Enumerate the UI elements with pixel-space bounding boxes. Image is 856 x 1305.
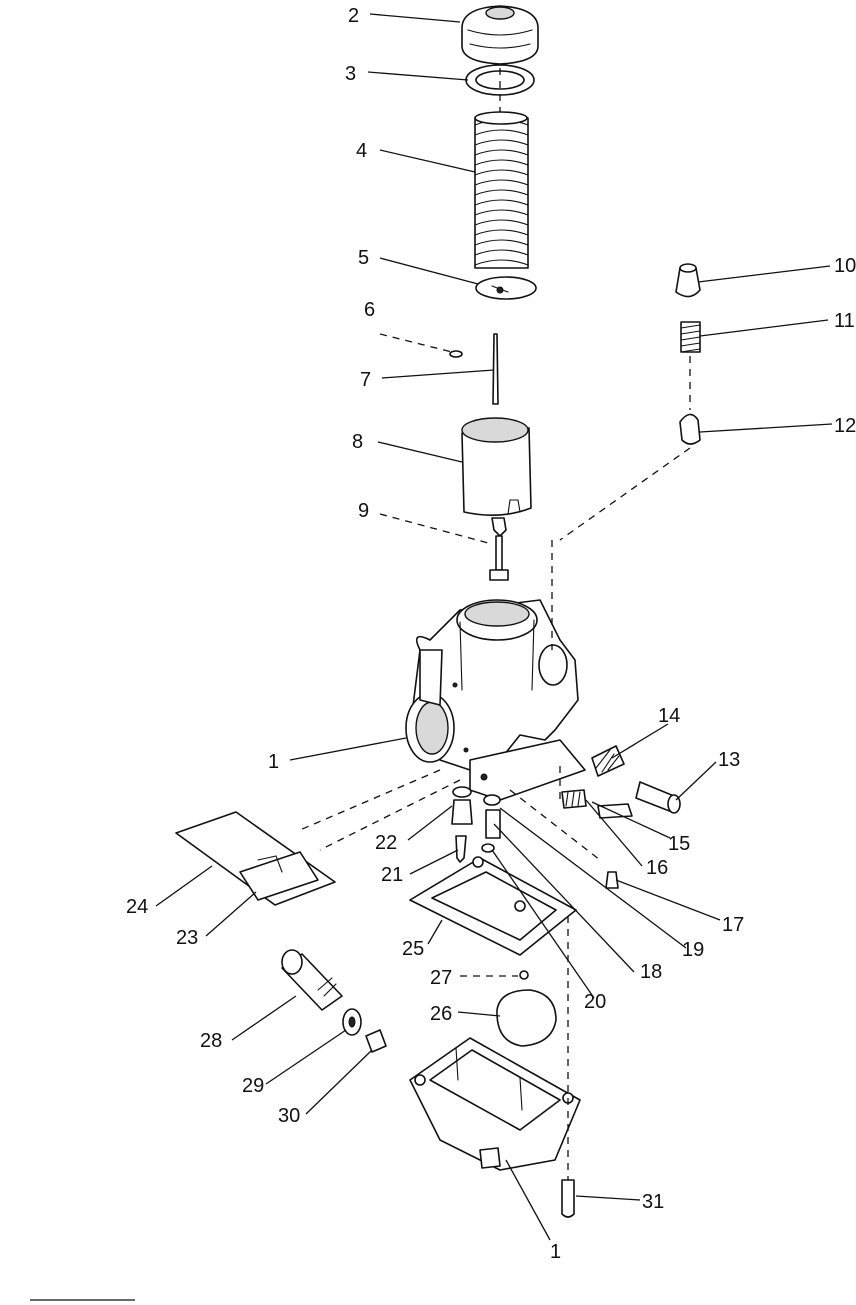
part-14-spring xyxy=(591,745,625,777)
part-22-valve-seat xyxy=(451,786,473,825)
part-11-spring xyxy=(680,321,701,353)
part-15-screw xyxy=(597,803,633,819)
part-27-pin xyxy=(519,970,529,980)
part-31-screw xyxy=(561,1179,575,1218)
callout-1-body: 1 xyxy=(268,751,279,773)
part-3-gasket xyxy=(465,64,535,96)
callout-31: 31 xyxy=(642,1191,664,1213)
callout-9: 9 xyxy=(358,500,369,522)
part-2-cap xyxy=(461,5,539,65)
part-6-clip xyxy=(449,350,463,358)
part-8-slide xyxy=(461,417,532,516)
callout-30: 30 xyxy=(278,1105,300,1127)
callout-25: 25 xyxy=(402,938,424,960)
part-17-jet xyxy=(605,871,619,889)
callout-16: 16 xyxy=(646,857,668,879)
callout-28: 28 xyxy=(200,1030,222,1052)
leader-lines xyxy=(30,13,833,1301)
part-28-drain-plug xyxy=(281,949,343,1011)
part-23-lever xyxy=(239,851,319,901)
part-12-plunger xyxy=(679,413,701,445)
callout-5: 5 xyxy=(358,247,369,269)
callout-29: 29 xyxy=(242,1075,264,1097)
callout-21: 21 xyxy=(381,864,403,886)
callout-19: 19 xyxy=(682,939,704,961)
callout-8: 8 xyxy=(352,431,363,453)
callout-15: 15 xyxy=(668,833,690,855)
callout-22: 22 xyxy=(375,832,397,854)
part-29-washer xyxy=(342,1008,362,1036)
part-21-float-needle xyxy=(455,835,467,863)
callout-10: 10 xyxy=(834,255,856,277)
part-10-cap xyxy=(675,263,701,298)
callout-24: 24 xyxy=(126,896,148,918)
part-26-float xyxy=(496,989,557,1047)
callout-14: 14 xyxy=(658,705,680,727)
part-20-oring xyxy=(481,843,495,853)
part-25-gasket xyxy=(409,856,577,956)
callout-27: 27 xyxy=(430,967,452,989)
callout-3: 3 xyxy=(345,63,356,85)
part-19-washer xyxy=(483,794,501,806)
part-4-spring xyxy=(474,111,529,269)
callout-1-bowl: 1 xyxy=(550,1241,561,1263)
part-16-spring xyxy=(561,789,587,809)
part-7-needle xyxy=(492,333,499,405)
callout-20: 20 xyxy=(584,991,606,1013)
callout-12: 12 xyxy=(834,415,856,437)
part-1-body xyxy=(405,599,586,801)
part-18-main-jet xyxy=(485,809,501,839)
part-5-retainer xyxy=(475,276,537,300)
part-1-float-bowl xyxy=(409,1037,581,1171)
part-30-jet xyxy=(365,1029,387,1053)
callout-11: 11 xyxy=(834,310,855,332)
callout-4: 4 xyxy=(356,140,367,162)
callout-18: 18 xyxy=(640,961,662,983)
callout-6: 6 xyxy=(364,299,375,321)
part-13-screw xyxy=(635,781,681,814)
callout-23: 23 xyxy=(176,927,198,949)
callout-13: 13 xyxy=(718,749,740,771)
callout-labels: 2 3 4 5 6 7 8 9 10 11 12 1 14 13 15 16 1… xyxy=(126,5,856,1263)
part-9-needle-jet xyxy=(489,517,509,581)
callout-7: 7 xyxy=(360,369,371,391)
callout-2: 2 xyxy=(348,5,359,27)
callout-26: 26 xyxy=(430,1003,452,1025)
callout-17: 17 xyxy=(722,914,744,936)
